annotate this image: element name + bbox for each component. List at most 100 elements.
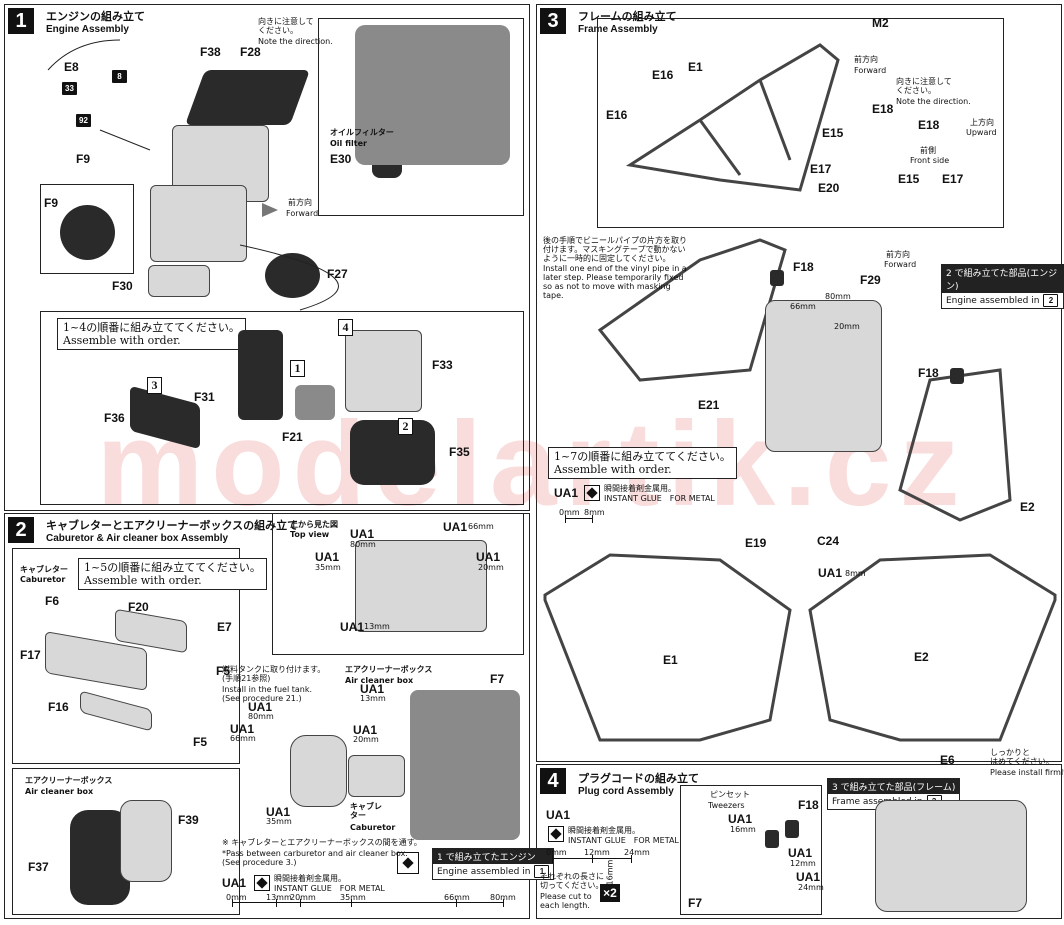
label-e17b: E17 <box>942 172 964 186</box>
install-en: Please install firmly <box>990 768 1064 777</box>
carb-jp: キャブレター <box>20 565 68 574</box>
mm-35-top: 35mm <box>315 563 341 572</box>
label-e18b: E18 <box>918 118 940 132</box>
ua-topview-1: UA1 <box>443 520 468 534</box>
label-f5b: F5 <box>193 735 208 749</box>
airbox-assembly-part <box>290 735 347 807</box>
tweezers-jp: ピンセット <box>710 790 750 799</box>
label-f29: F29 <box>860 273 881 287</box>
label-e21: E21 <box>698 398 720 412</box>
ua-hose-1: UA1 <box>360 682 385 696</box>
airbox2-en: Air cleaner box <box>345 676 414 685</box>
label-f30: F30 <box>112 279 133 293</box>
airbox-jp: エアクリーナーボックス <box>25 776 113 785</box>
mm-12: 12mm <box>790 859 816 868</box>
direction-note-en-3: Note the direction. <box>896 97 971 106</box>
step2-title-jp: キャブレターとエアクリーナーボックスの組み立て <box>46 519 299 532</box>
label-f33: F33 <box>432 358 453 372</box>
label-e20: E20 <box>818 181 840 195</box>
ua-hose-2: UA1 <box>248 700 273 714</box>
final-frame-engine <box>875 800 1027 912</box>
length-ruler-step3 <box>565 515 593 529</box>
top-view-engine <box>355 540 487 632</box>
label-f20: F20 <box>128 600 149 614</box>
times-badge: ×2 <box>600 884 620 902</box>
engine-block-drawing <box>150 185 247 262</box>
label-e18a: E18 <box>872 102 894 116</box>
label-f36: F36 <box>104 411 125 425</box>
step1-title: エンジンの組み立て Engine Assembly <box>46 8 145 35</box>
ruler-0: 0mm <box>226 893 247 902</box>
install-jp: しっかりと はめてください。 <box>990 748 1054 767</box>
step3-order-jp: 1~7の順番に組み立ててください。 <box>554 450 731 463</box>
label-e16b: E16 <box>606 108 628 122</box>
ua-24: UA1 <box>796 870 821 884</box>
mm-20-frame: 20mm <box>834 322 860 331</box>
f31-part <box>238 330 283 420</box>
label-f9b: F9 <box>44 196 59 210</box>
step1-order-box <box>40 311 524 505</box>
glue-en-step3: INSTANT GLUE FOR METAL <box>604 494 715 503</box>
label-e16a: E16 <box>652 68 674 82</box>
label-c24: C24 <box>817 534 840 548</box>
ruler3-8: 8mm <box>584 508 605 517</box>
ruler4-24: 24mm <box>624 848 650 857</box>
mm-8-step3: 8mm <box>845 569 866 578</box>
glue-jp-step2: 瞬間接着剤金属用。 <box>274 874 346 883</box>
label-e6: E6 <box>940 753 955 767</box>
engine-assembled-en: Engine assembled in <box>437 866 531 877</box>
label-f39: F39 <box>178 813 199 827</box>
label-f5a: F5 <box>216 664 231 678</box>
label-f9a: F9 <box>76 152 91 166</box>
ua-topview-4: UA1 <box>476 550 501 564</box>
assembled-engine-box <box>318 18 524 216</box>
label-e2b: E2 <box>914 650 929 664</box>
mm-24: 24mm <box>798 883 824 892</box>
order-3: 3 <box>147 377 162 394</box>
mm-80-hose: 80mm <box>248 712 274 721</box>
ruler4-0: 0mm <box>546 848 567 857</box>
label-e30: E30 <box>330 152 352 166</box>
step2-title: キャブレターとエアクリーナーボックスの組み立て Caburetor & Air … <box>46 517 298 544</box>
length-ruler-step2 <box>232 899 504 913</box>
step1-order-en: Assemble with order. <box>63 334 181 348</box>
ruler3-0: 0mm <box>559 508 580 517</box>
tweezers-en: Tweezers <box>708 801 745 810</box>
engine-assembled-ref-3: 2 <box>1043 294 1059 307</box>
mm-13-top: 13mm <box>364 622 390 631</box>
fuel-note-en: Install in the fuel tank. (See procedure… <box>222 685 312 704</box>
ruler-66: 66mm <box>444 893 470 902</box>
engine-assembled-jp-3: 2 で組み立てた部品(エンジン) <box>942 265 1063 293</box>
carb-box <box>12 548 240 764</box>
step1-title-jp: エンジンの組み立て <box>46 10 145 23</box>
airbox2-jp: エアクリーナーボックス <box>345 665 433 674</box>
glue-code-step2: UA1 <box>222 876 247 890</box>
step1-number: 1 <box>8 8 34 34</box>
mm-13-hose: 13mm <box>360 694 386 703</box>
engine-assembled-en-3: Engine assembled in <box>946 295 1040 306</box>
topview-jp: 上から見た図 <box>290 520 338 529</box>
assembled-engine-part <box>355 25 510 165</box>
mm-66-top: 66mm <box>468 522 494 531</box>
label-f18b: F18 <box>918 366 939 380</box>
upward-jp: 上方向 <box>970 118 994 127</box>
cut-len: 16mm <box>605 859 615 886</box>
forward-jp-3: 前方向 <box>854 55 878 64</box>
fuel-note-jp: 燃料タンクに取り付けます。 (手順21参照) <box>222 665 326 684</box>
upward-en: Upward <box>966 128 997 137</box>
ua-hose-4: UA1 <box>353 723 378 737</box>
label-m2: M2 <box>872 16 889 30</box>
glue-jp-step3: 瞬間接着剤金属用。 <box>604 484 676 493</box>
f21-part <box>295 385 335 420</box>
direction-note-jp-3: 向きに注意して ください。 <box>896 77 952 96</box>
step4-number: 4 <box>540 768 566 794</box>
label-f28: F28 <box>240 45 261 59</box>
step4-title: プラグコードの組み立て Plug cord Assembly <box>578 770 699 797</box>
airbox-box <box>12 768 240 915</box>
carb2-en: Caburetor <box>350 823 396 832</box>
f33-part <box>345 330 422 412</box>
label-f18a: F18 <box>793 260 814 274</box>
label-f7: F7 <box>490 672 505 686</box>
